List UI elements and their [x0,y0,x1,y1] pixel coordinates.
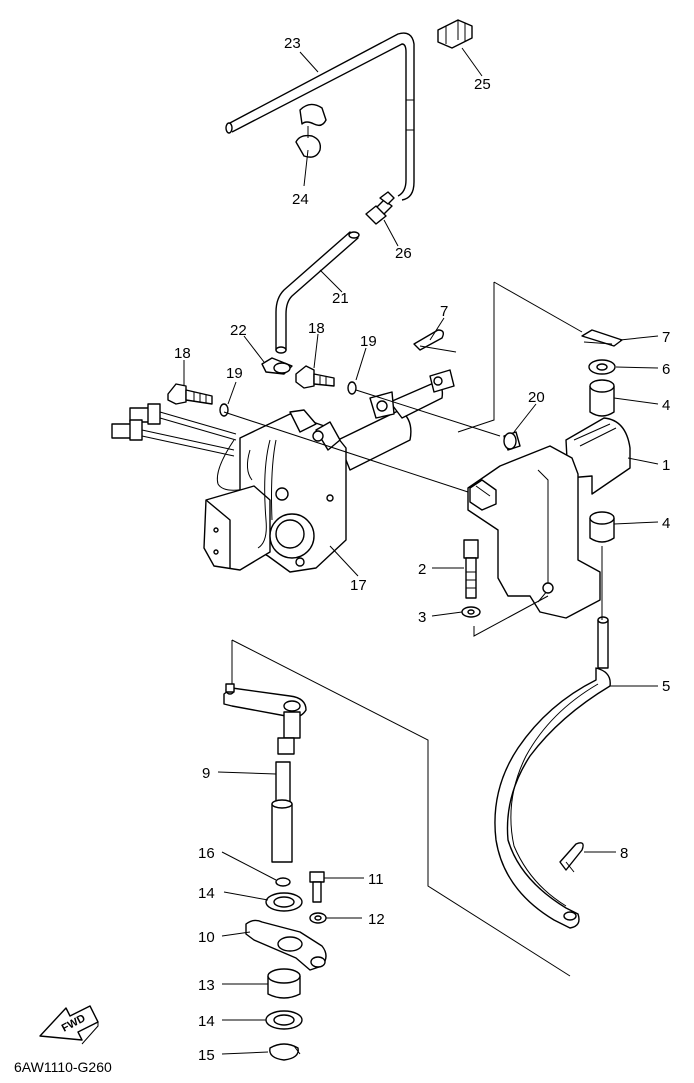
o-ring-16 [275,877,291,887]
callout-14-upper: 14 [198,885,215,902]
trim-motor-17 [203,369,455,573]
callout-19-left: 19 [226,365,243,382]
callout-25: 25 [474,76,491,93]
washer-12 [309,912,327,924]
washer-19-left [219,403,229,417]
callout-4-top: 4 [662,397,670,414]
callout-23: 23 [284,35,301,52]
callout-11: 11 [368,871,384,888]
callout-4-bottom: 4 [662,515,670,532]
bolt-18-left [167,383,213,405]
callout-14-lower: 14 [198,1013,215,1030]
lever-arm-upper [223,683,307,718]
clamp-22 [261,357,293,375]
callout-24: 24 [292,191,309,208]
clamp-25 [437,19,473,49]
bushing-20 [503,431,521,451]
callout-6: 6 [662,361,670,378]
fitting-26 [365,191,395,225]
callout-18-right: 18 [308,320,325,337]
cotter-pin-8 [559,842,584,873]
bolt-2 [463,539,479,599]
callout-8: 8 [620,845,628,862]
bushing-13 [267,968,301,999]
bracket-1 [467,417,631,619]
leader-lines [183,47,659,1055]
fwd-arrow-icon: FWD [39,1005,99,1045]
callout-15: 15 [198,1047,215,1064]
callout-20: 20 [528,389,545,406]
callout-18-left: 18 [174,345,191,362]
callout-21: 21 [332,290,349,307]
callout-26: 26 [395,245,412,262]
callout-22: 22 [230,322,247,339]
link-rod-5 [494,616,611,929]
circlip-15 [269,1043,301,1061]
washer-6 [588,359,616,375]
callout-3: 3 [418,609,426,626]
washer-19-right [347,381,357,395]
shaft-9 [271,711,301,863]
callout-7-center: 7 [440,303,448,320]
arm-10 [245,919,327,971]
callout-numbers: 23 25 24 26 21 22 18 18 19 19 7 20 7 6 4… [174,35,670,1064]
hose-23 [225,32,415,201]
screw-11 [309,871,325,903]
callout-1: 1 [662,457,670,474]
bushing-14-lower [265,1010,303,1030]
cotter-pin-7-center [413,329,457,353]
callout-16: 16 [198,845,215,862]
callout-19-right: 19 [360,333,377,350]
diagram-code: 6AW1110-G260 [14,1059,112,1075]
clip-24 [295,103,327,158]
callout-5: 5 [662,678,670,695]
hose-21 [275,231,360,354]
callout-10: 10 [198,929,215,946]
bolt-18-right [295,365,335,389]
callout-12: 12 [368,911,385,928]
bushing-14-upper [265,892,303,912]
washer-3 [461,606,481,618]
cotter-pin-7-right [581,329,623,347]
reference-lines [223,281,603,977]
callout-13: 13 [198,977,215,994]
collar-4-top [589,379,615,417]
collar-4-bottom [589,511,615,543]
wire-harness [111,403,251,491]
callout-7-right: 7 [662,329,670,346]
callout-17: 17 [350,577,367,594]
callout-2: 2 [418,561,426,578]
callout-9: 9 [202,765,210,782]
